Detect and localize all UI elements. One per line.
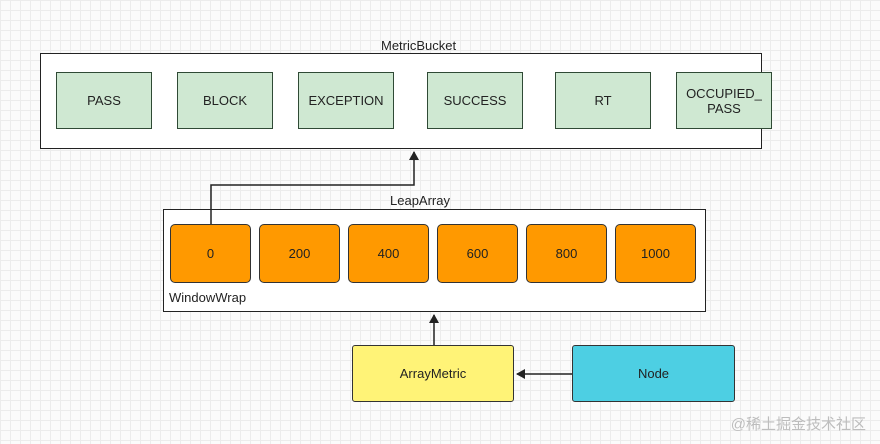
window-1000: 1000 (615, 224, 696, 283)
metric-bucket-title: MetricBucket (381, 38, 457, 53)
bucket-item-pass: PASS (56, 72, 152, 129)
window-800: 800 (526, 224, 607, 283)
window-600: 600 (437, 224, 518, 283)
arrow-window-to-bucket (210, 151, 419, 224)
array-metric-box: ArrayMetric (352, 345, 514, 402)
window-400: 400 (348, 224, 429, 283)
leap-array-title: LeapArray (390, 193, 450, 208)
bucket-item-rt: RT (555, 72, 651, 129)
window-wrap-caption: WindowWrap (169, 290, 247, 305)
window-0: 0 (170, 224, 251, 283)
bucket-item-exception: EXCEPTION (298, 72, 394, 129)
watermark: @稀土掘金技术社区 (730, 416, 866, 433)
node-box: Node (572, 345, 735, 402)
bucket-item-block: BLOCK (177, 72, 273, 129)
window-200: 200 (259, 224, 340, 283)
bucket-item-success: SUCCESS (427, 72, 523, 129)
bucket-item-occupied-pass: OCCUPIED_ PASS (676, 72, 772, 129)
